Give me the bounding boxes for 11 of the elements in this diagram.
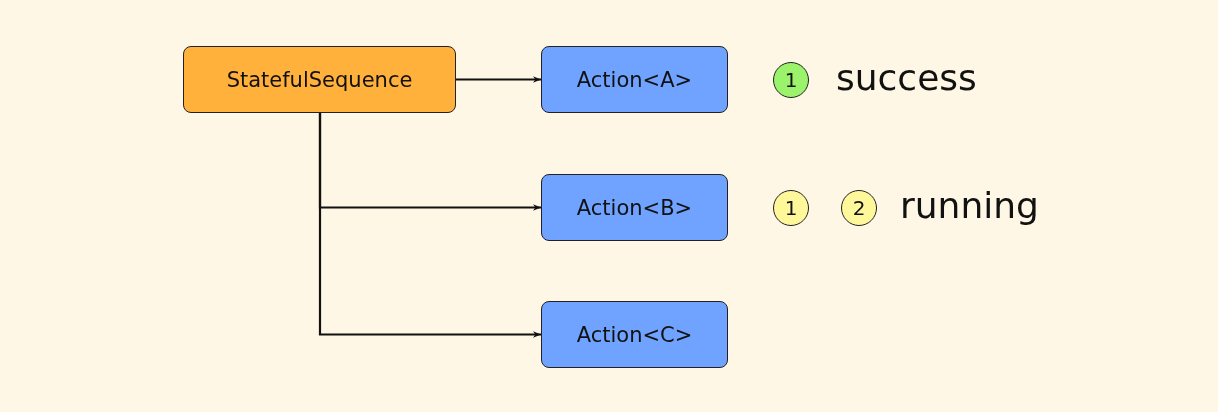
- arrow: [456, 76, 541, 83]
- process-box: Action<C>: [541, 301, 728, 368]
- step-number-circle: 2: [841, 190, 877, 226]
- process-box: StatefulSequence: [183, 46, 456, 113]
- process-box: Action<B>: [541, 174, 728, 241]
- status-label: running: [900, 184, 1039, 228]
- status-label: success: [836, 56, 977, 100]
- step-number-circle: 1: [773, 62, 809, 98]
- step-number-circle: 1: [773, 190, 809, 226]
- arrow: [318, 113, 541, 338]
- process-box: Action<A>: [541, 46, 728, 113]
